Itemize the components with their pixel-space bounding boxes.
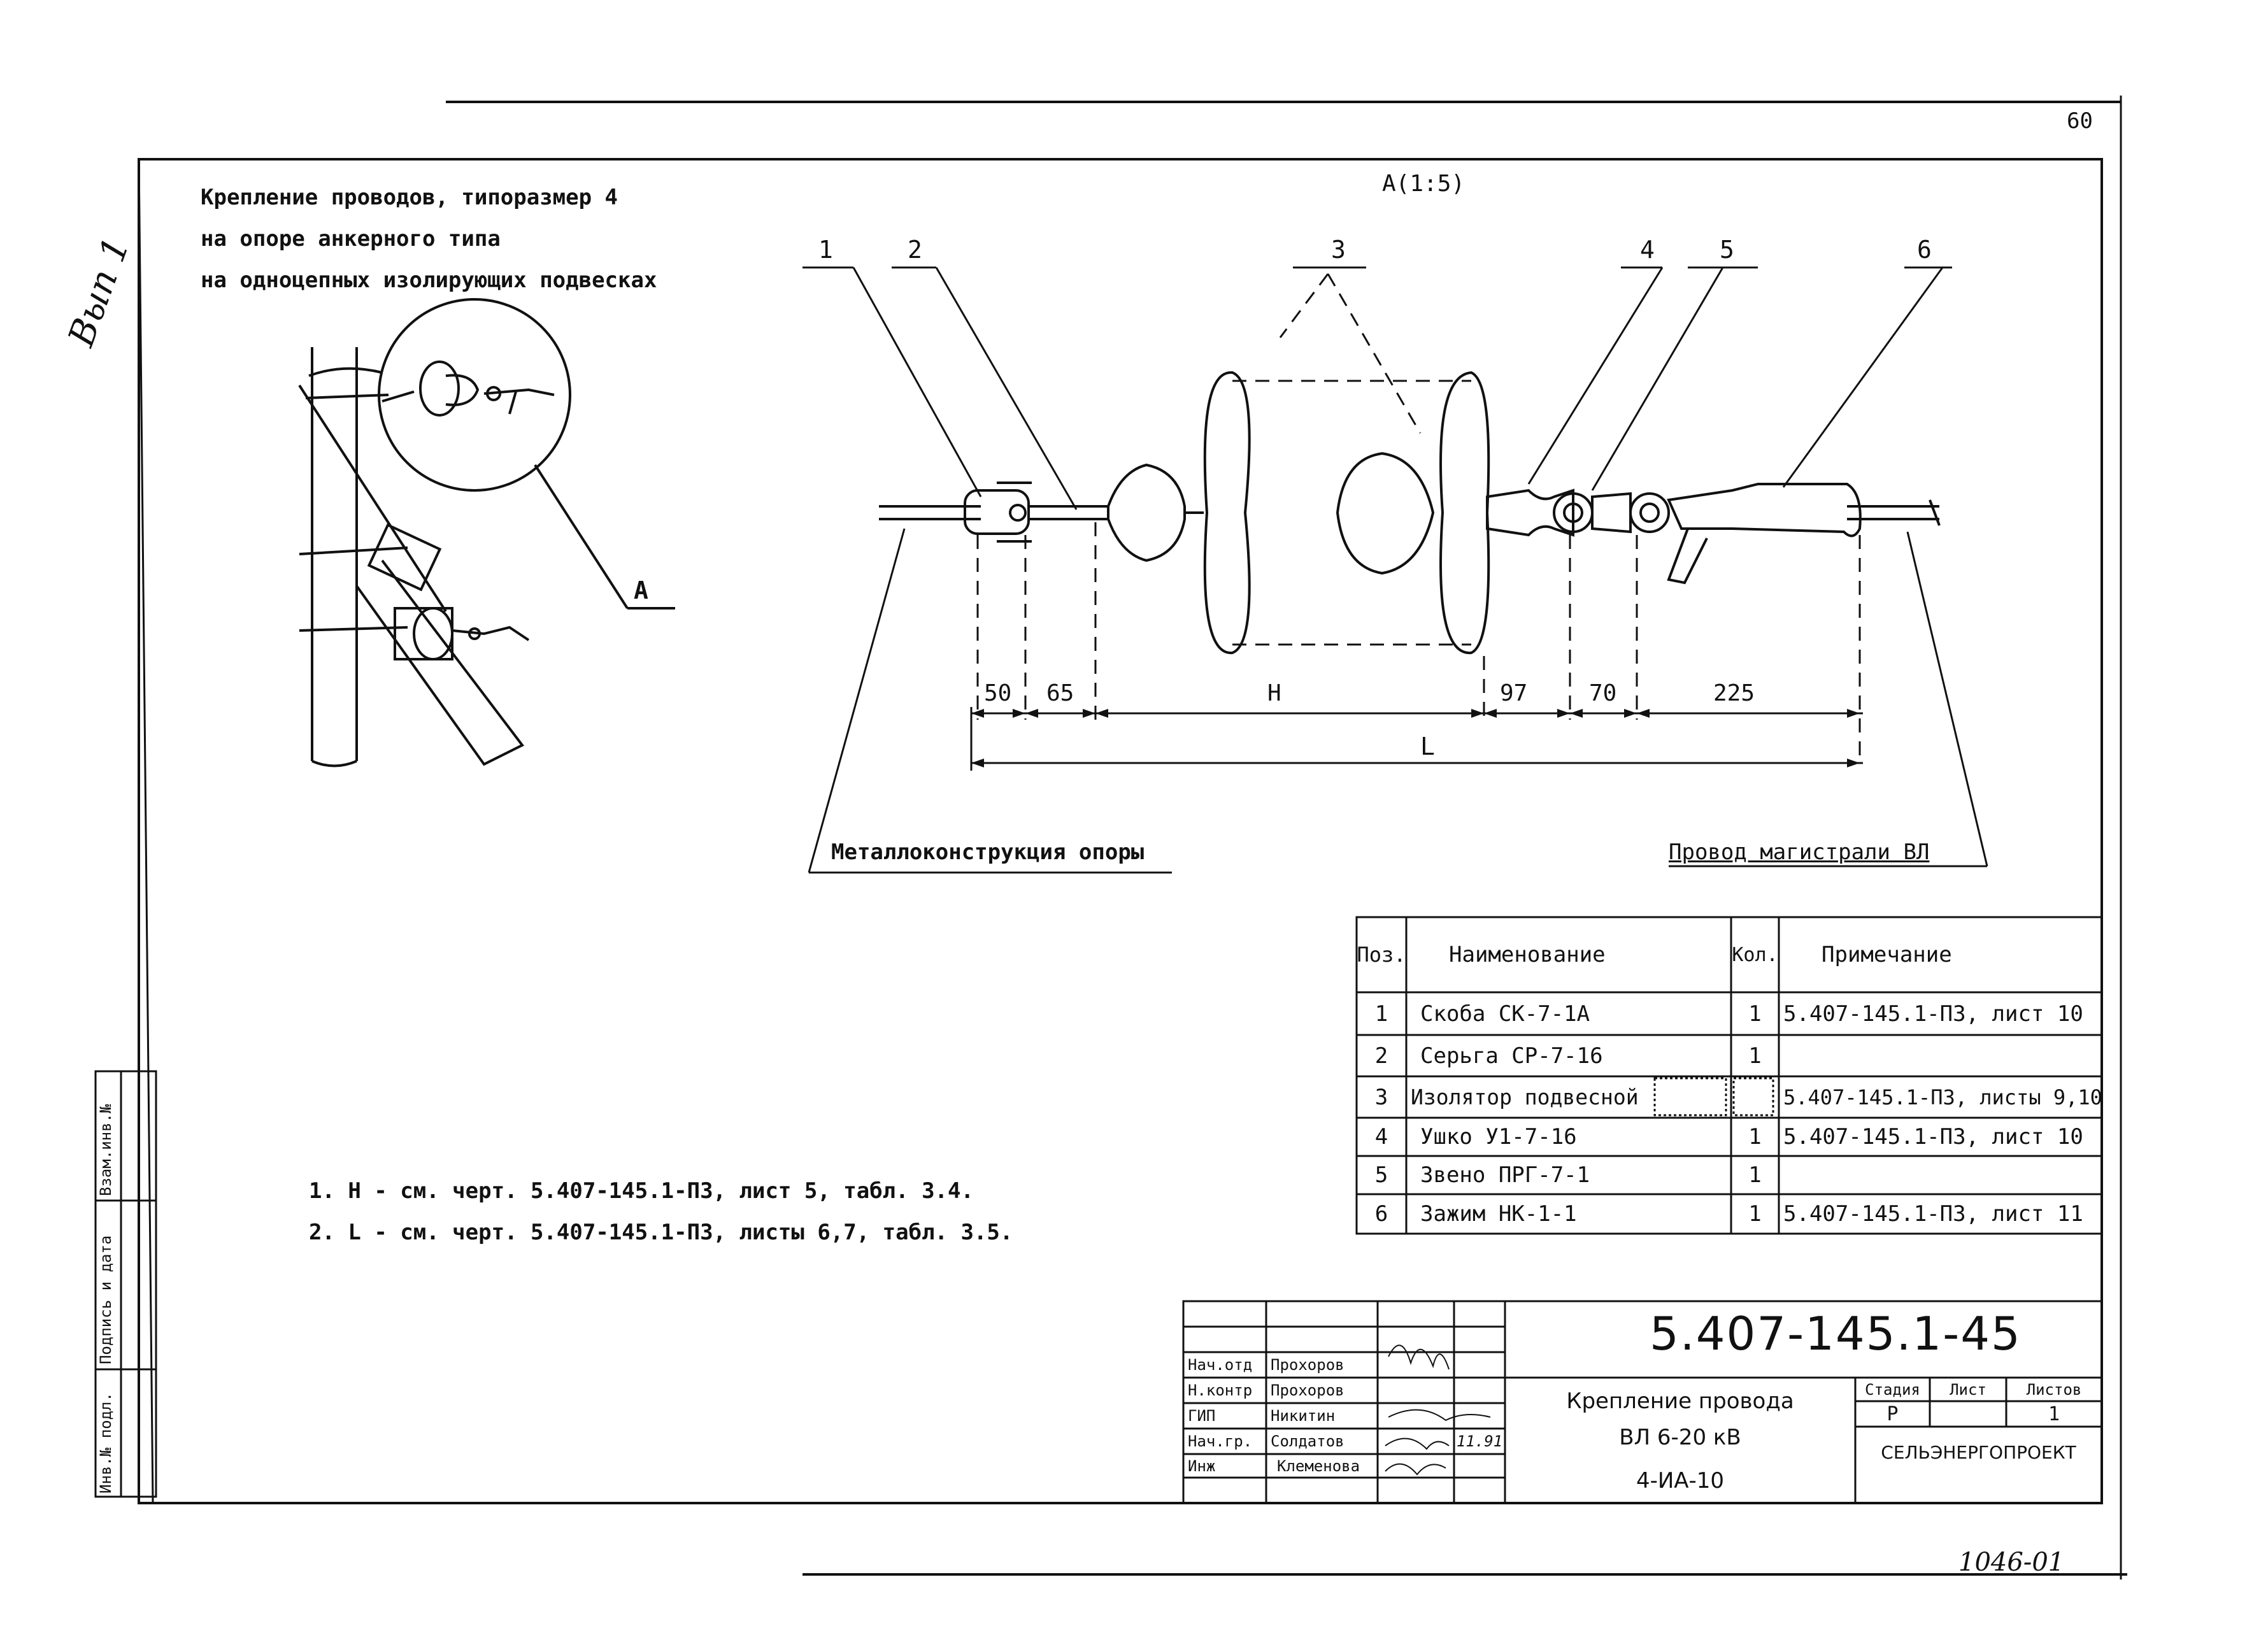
page-number: 60: [2067, 108, 2093, 134]
spec-row-4-pos: 4: [1374, 1124, 1388, 1150]
position-label-2: 2: [908, 236, 922, 264]
callout-a: А: [634, 576, 648, 604]
role-3: ГИП: [1188, 1407, 1216, 1425]
assembly-drawing: [879, 371, 1941, 655]
spec-row-3-qty: [1731, 1076, 1779, 1118]
drawing-name-2: ВЛ 6-20 кВ: [1619, 1425, 1741, 1450]
spec-row-5-note: [1783, 1156, 2099, 1194]
spec-row-2-name: Серьга СР-7-16: [1420, 1043, 1603, 1069]
spec-row-2-note: [1783, 1035, 2099, 1076]
spec-row-1-pos: 1: [1374, 1001, 1388, 1027]
person-5: Клеменова: [1277, 1457, 1360, 1475]
spec-header-name: Наименование: [1449, 942, 1606, 967]
dim-225: 225: [1713, 680, 1755, 706]
position-label-6: 6: [1917, 236, 1932, 264]
spec-row-4-qty: 1: [1748, 1124, 1762, 1150]
role-1: Нач.отд: [1188, 1356, 1253, 1374]
person-4: Солдатов: [1271, 1432, 1344, 1450]
spec-row-6-pos: 6: [1374, 1201, 1388, 1227]
title-line-2: на опоре анкерного типа: [201, 226, 501, 252]
note-1: 1. Н - см. черт. 5.407-145.1-ПЗ, лист 5,…: [309, 1178, 974, 1204]
footer-note: 1046-01: [1958, 1548, 2065, 1577]
dim-l: L: [1420, 732, 1435, 760]
spec-row-6-name: Зажим НК-1-1: [1420, 1201, 1577, 1227]
role-5: Инж: [1188, 1457, 1216, 1475]
stamp-replacement-inv: Взам.инв.№: [97, 1104, 115, 1197]
spec-row-1-name: Скоба СК-7-1А: [1420, 1001, 1590, 1027]
doc-number: 5.407-145.1-45: [1650, 1307, 2022, 1360]
spec-header-note: Примечание: [1822, 942, 1952, 967]
spec-row-5-name: Звено ПРГ-7-1: [1420, 1162, 1590, 1188]
role-4: Нач.гр.: [1188, 1432, 1253, 1450]
spec-row-3-note: 5.407-145.1-ПЗ, листы 9,10: [1783, 1085, 2102, 1109]
spec-row-1-note: 5.407-145.1-ПЗ, лист 10: [1783, 1001, 2083, 1027]
position-label-5: 5: [1720, 236, 1734, 264]
spec-row-6-note: 5.407-145.1-ПЗ, лист 11: [1783, 1201, 2083, 1227]
title-block-grid: [1182, 1300, 2103, 1504]
position-label-4: 4: [1640, 236, 1655, 264]
label-main-wire: Провод магистрали ВЛ: [1669, 839, 1930, 865]
spec-row-6-qty: 1: [1748, 1201, 1762, 1227]
spec-row-2-pos: 2: [1374, 1043, 1388, 1069]
sheets-header: Листов: [2026, 1380, 2082, 1399]
person-1: Прохоров: [1271, 1356, 1344, 1374]
drawing-name-1: Крепление провода: [1566, 1388, 1794, 1414]
role-2: Н.контр: [1188, 1381, 1253, 1399]
dim-97: 97: [1500, 680, 1528, 706]
title-line-3: на одноцепных изолирующих подвесках: [201, 267, 657, 293]
stamp-original-inv: Инв.№ подл.: [97, 1392, 115, 1494]
person-2: Прохоров: [1271, 1381, 1344, 1399]
dim-50: 50: [984, 680, 1012, 706]
dim-65: 65: [1046, 680, 1074, 706]
spec-row-4-note: 5.407-145.1-ПЗ, лист 10: [1783, 1124, 2083, 1150]
label-support-structure: Металлоконструкция опоры: [831, 839, 1145, 865]
position-label-1: 1: [818, 236, 833, 264]
spec-row-5-pos: 5: [1374, 1162, 1388, 1188]
pole-sketch: [298, 298, 675, 767]
title-line-1: Крепление проводов, типоразмер 4: [201, 185, 618, 210]
stage-header: Стадия: [1865, 1380, 1920, 1399]
drawing-name-3: 4-ИА-10: [1636, 1468, 1725, 1494]
spec-header-qty: Кол.: [1732, 943, 1778, 966]
spec-row-2-qty: 1: [1748, 1043, 1762, 1069]
organization: СЕЛЬЭНЕРГОПРОЕКТ: [1881, 1441, 2076, 1463]
spec-row-1-qty: 1: [1748, 1001, 1762, 1027]
position-label-3: 3: [1331, 236, 1346, 264]
sheets-value: 1: [2048, 1402, 2060, 1425]
stamp-signature-date: Подпись и дата: [97, 1235, 115, 1364]
person-3: Никитин: [1271, 1407, 1336, 1425]
dim-h: Н: [1267, 680, 1281, 706]
spec-row-5-qty: 1: [1748, 1162, 1762, 1188]
view-label: А(1:5): [1382, 171, 1466, 197]
spec-row-3-name: Изолятор подвесной: [1411, 1085, 1639, 1109]
spec-table-grid: [1355, 916, 2103, 1235]
stage-value: Р: [1886, 1402, 1899, 1425]
spec-row-4-name: Ушко У1-7-16: [1420, 1124, 1577, 1150]
sheet-header: Лист: [1950, 1380, 1986, 1399]
note-2: 2. L - см. черт. 5.407-145.1-ПЗ, листы 6…: [309, 1220, 1013, 1245]
date-mark: 11.91: [1456, 1432, 1503, 1450]
dim-70: 70: [1589, 680, 1617, 706]
spec-header-pos: Поз.: [1357, 943, 1406, 967]
spec-row-3-pos: 3: [1374, 1084, 1388, 1110]
